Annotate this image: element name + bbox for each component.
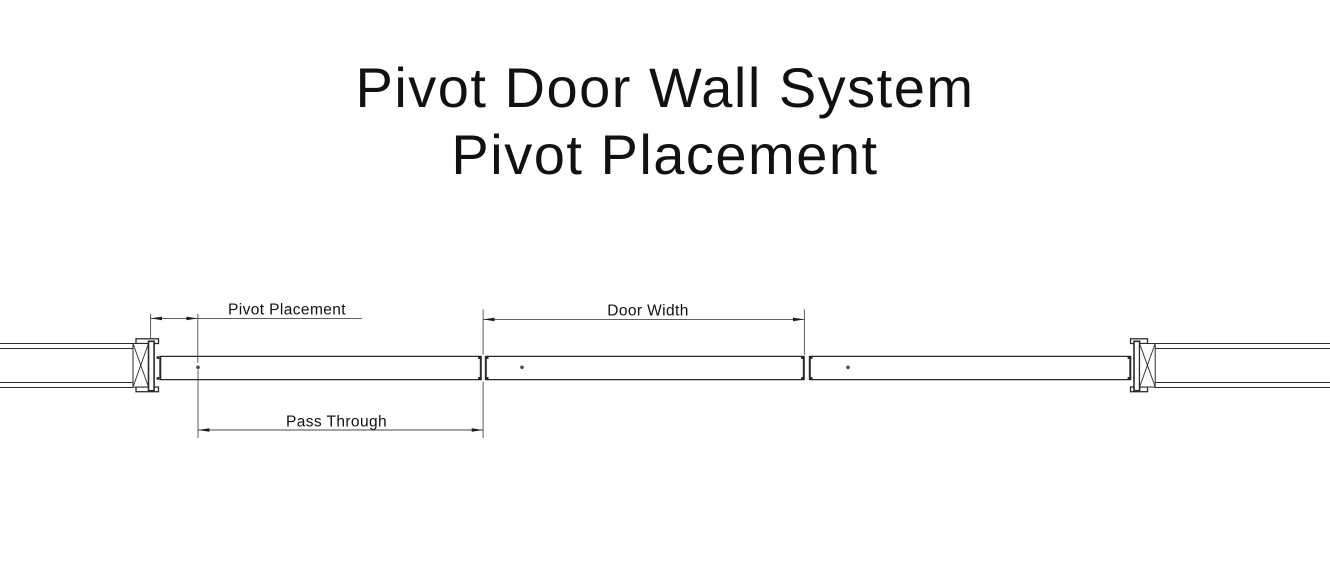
arrowhead-right-icon	[186, 316, 198, 321]
post-left-jamb	[147, 340, 155, 392]
post-right	[1129, 338, 1156, 393]
post-left-top-plate	[135, 338, 160, 345]
post-right-jamb	[1133, 340, 1141, 392]
page-title-line2: Pivot Placement	[451, 123, 879, 186]
post-left-bottom-plate	[135, 386, 160, 393]
pivot-point-door	[520, 365, 524, 370]
dimension-label: Pivot Placement	[228, 302, 346, 319]
panel-fixed-right	[808, 355, 1132, 381]
post-right-x-brace	[1139, 343, 1156, 388]
post-left-x-brace	[132, 343, 149, 388]
panel-fixed-left	[159, 355, 482, 381]
dimension-label: Door Width	[607, 303, 689, 320]
arrowhead-right-icon	[471, 428, 483, 432]
dimension-pass-through: Pass Through	[197, 369, 484, 438]
panel-door	[484, 355, 805, 381]
arrowhead-left-icon	[198, 428, 210, 432]
page-title: Pivot Door Wall System Pivot Placement	[0, 54, 1330, 188]
arrowhead-left-icon	[483, 317, 495, 322]
arrowhead-left-icon	[150, 316, 162, 321]
panel-corner-fittings	[156, 356, 1131, 380]
dimension-door-width: Door Width	[482, 303, 805, 355]
page-title-line1: Pivot Door Wall System	[355, 56, 975, 119]
arrowhead-right-icon	[793, 317, 805, 322]
wall-left	[0, 342, 133, 389]
pivot-point-right	[846, 365, 850, 370]
dimension-pivot-placement: Pivot Placement	[150, 302, 362, 363]
post-left	[132, 338, 160, 393]
pivot-point-left	[196, 365, 200, 370]
dimension-label: Pass Through	[286, 414, 387, 431]
wall-right	[1155, 342, 1330, 389]
